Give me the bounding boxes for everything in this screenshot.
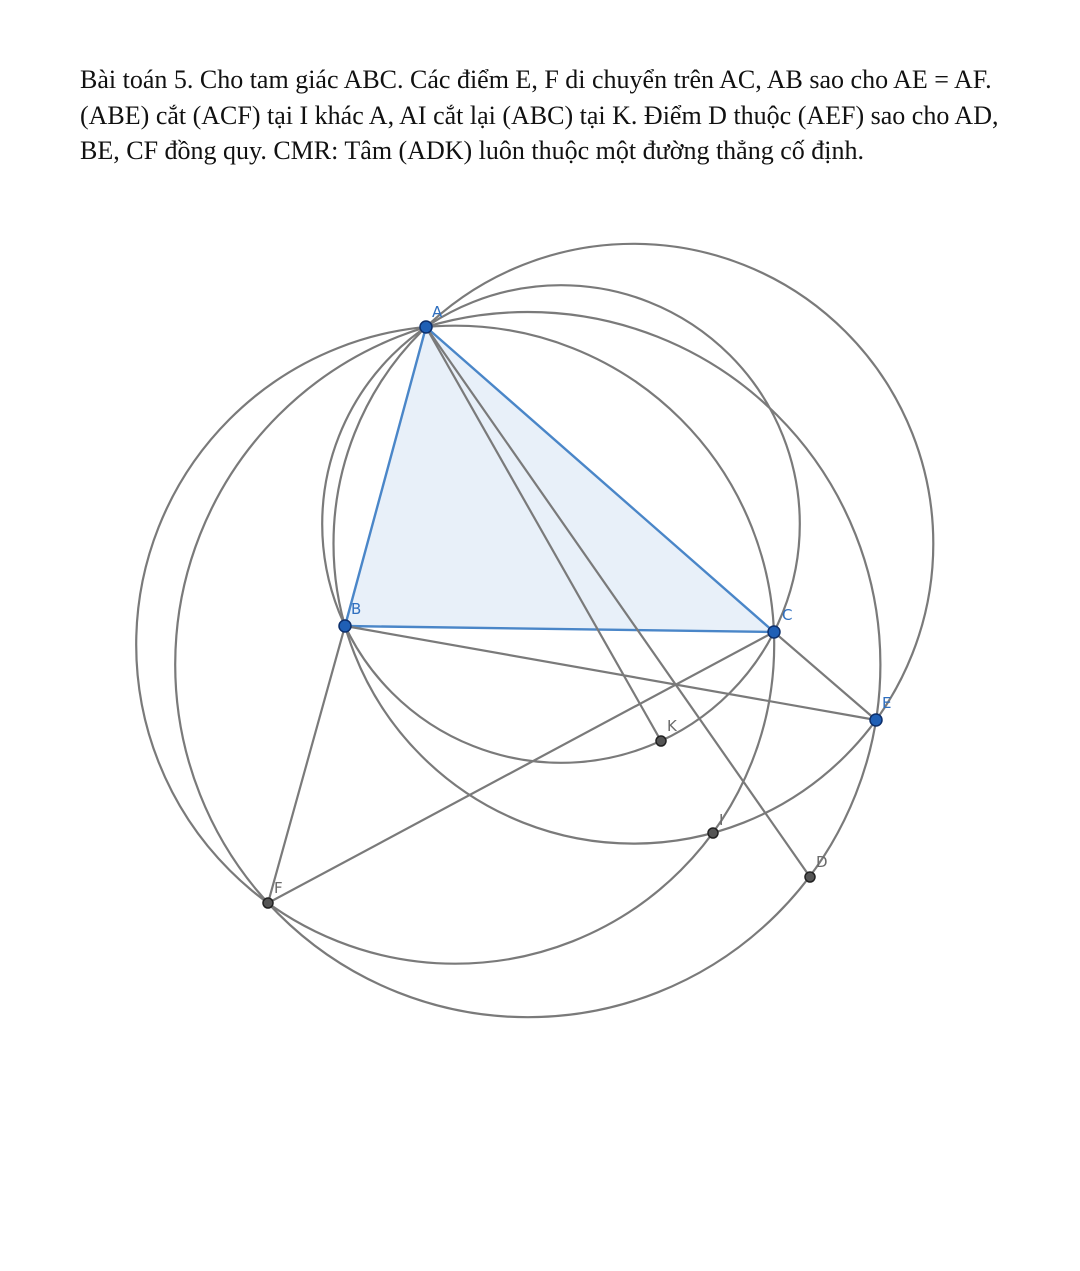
point-k[interactable] xyxy=(655,735,667,747)
segment-ce xyxy=(773,631,877,721)
point-d[interactable] xyxy=(804,871,816,883)
point-f[interactable] xyxy=(262,897,274,909)
circle-aef xyxy=(174,310,882,1019)
segment-cf xyxy=(267,631,775,904)
label-i: I xyxy=(719,811,723,829)
circle-abe xyxy=(332,242,935,845)
triangle-layer xyxy=(343,325,776,634)
point-i[interactable] xyxy=(707,827,719,839)
segment-ad xyxy=(425,326,811,878)
label-b: B xyxy=(351,600,361,618)
segment-ak xyxy=(425,326,662,742)
points-layer xyxy=(262,320,883,909)
circle-acf xyxy=(135,324,776,965)
circle-abc xyxy=(321,284,801,764)
point-e[interactable] xyxy=(869,713,883,727)
point-b[interactable] xyxy=(338,619,352,633)
circles-layer xyxy=(135,242,935,1019)
label-a: A xyxy=(432,303,443,321)
segment-be xyxy=(344,624,877,722)
segments-layer xyxy=(266,326,877,904)
problem-statement: Bài toán 5. Cho tam giác ABC. Các điểm E… xyxy=(80,65,999,165)
point-c[interactable] xyxy=(767,625,781,639)
point-a[interactable] xyxy=(419,320,433,334)
label-e: E xyxy=(882,694,891,712)
label-k: K xyxy=(667,717,678,735)
segment-bf xyxy=(266,625,347,904)
triangle-abc xyxy=(343,325,776,634)
label-d: D xyxy=(816,853,828,871)
label-f: F xyxy=(274,879,283,897)
labels-layer: A B C E K I D F xyxy=(274,303,891,897)
label-c: C xyxy=(782,606,792,624)
